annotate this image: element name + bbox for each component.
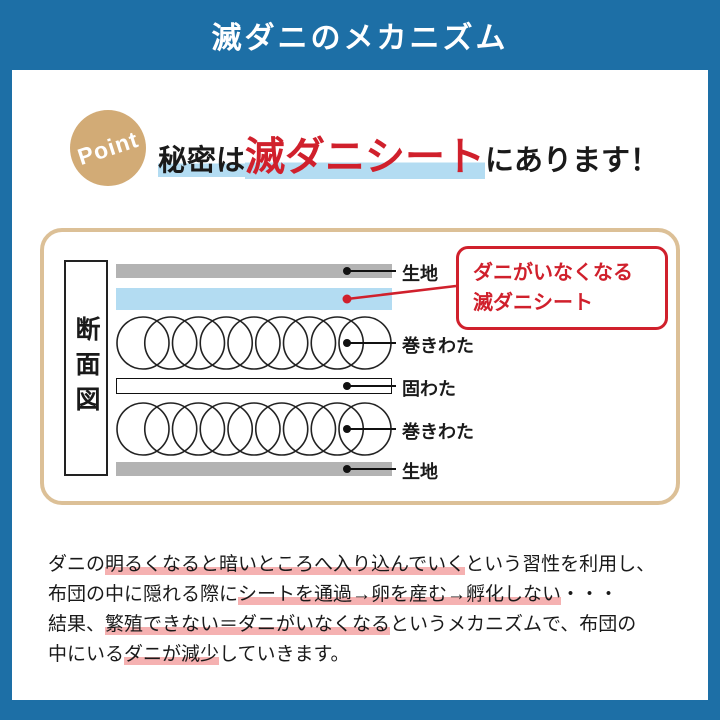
layer-fabric-top [116, 264, 392, 278]
desc2-post: ・・・ [561, 584, 619, 606]
label-wrapped-cotton-top: 巻きわた [402, 336, 474, 356]
desc3-pre: 結果、 [48, 614, 106, 636]
desc4-highlight: ダニが減少 [124, 644, 220, 666]
layer-fabric-bottom [116, 462, 392, 476]
page-title: 滅ダニのメカニズム [211, 22, 509, 55]
description-line-3: 結果、繁殖できない＝ダニがいなくなるというメカニズムで、布団の [48, 610, 688, 640]
desc3-highlight: 繁殖できない＝ダニがいなくなる [105, 614, 391, 636]
description-text: ダニの明るくなると暗いところへ入り込んでいくという習性を利用し、 布団の中に隠れ… [48, 550, 688, 670]
desc1-pre: ダニの [48, 554, 106, 575]
desc4-post: していきます。 [219, 644, 350, 666]
desc1-highlight: 明るくなると暗いところへ入り込んでいく [105, 554, 466, 575]
cross-section-label: 断面図 [72, 315, 100, 421]
description-line-1: ダニの明るくなると暗いところへ入り込んでいくという習性を利用し、 [48, 550, 688, 580]
header-bar: 滅ダニのメカニズム [0, 0, 720, 70]
layer-wrapped-cotton-top [116, 316, 392, 370]
heading-suffix: にあります！ [485, 145, 660, 177]
label-wrapped-cotton-bottom: 巻きわた [402, 422, 474, 442]
label-fabric-top: 生地 [402, 264, 438, 284]
callout-line2: 滅ダニシート [473, 292, 593, 314]
layer-mite-sheet [116, 288, 392, 310]
layer-wrapped-cotton-bottom [116, 402, 392, 456]
callout-line1: ダニがいなくなる [473, 262, 633, 284]
heading-keyword: 滅ダニシート [245, 135, 486, 179]
desc4-pre: 中にいる [48, 644, 125, 666]
point-badge-label: Point [74, 125, 142, 170]
heading-prefix: 秘密は [158, 145, 246, 177]
cross-section-label-box: 断面図 [64, 260, 108, 476]
description-line-4: 中にいるダニが減少していきます。 [48, 640, 688, 670]
point-badge: Point [70, 110, 146, 186]
label-fabric-bottom: 生地 [402, 462, 438, 482]
layer-hard-cotton [116, 378, 392, 394]
desc2-highlight: シートを通過→卵を産む→孵化しない [238, 584, 562, 606]
content-area: Point 秘密は滅ダニシートにあります！ 断面図 [12, 70, 708, 700]
desc2-pre: 布団の中に隠れる際に [48, 584, 239, 606]
desc1-post: という習性を利用し、 [465, 554, 656, 575]
section-heading: 秘密は滅ダニシートにあります！ [158, 124, 659, 182]
label-hard-cotton: 固わた [402, 379, 456, 399]
description-line-2: 布団の中に隠れる際にシートを通過→卵を産む→孵化しない・・・ [48, 580, 688, 610]
mite-sheet-callout: ダニがいなくなる 滅ダニシート [456, 246, 668, 330]
cross-section-diagram: 断面図 [40, 228, 680, 505]
desc3-post: というメカニズムで、布団の [390, 614, 637, 636]
